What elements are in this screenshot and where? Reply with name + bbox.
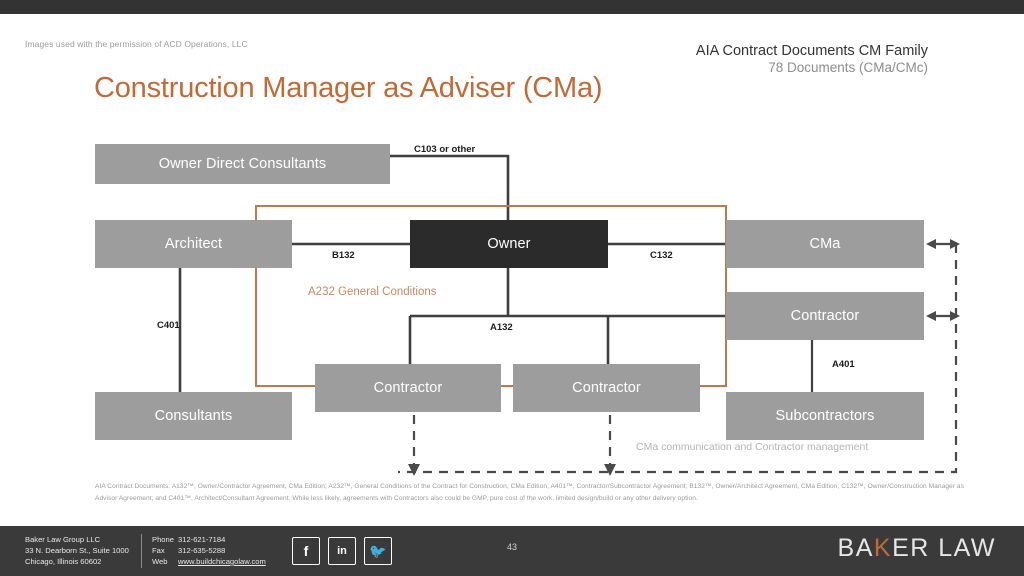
footer-address-line2: Chicago, Illinois 60602 bbox=[25, 557, 102, 566]
node-cma[interactable]: CMa bbox=[726, 220, 924, 268]
twitter-icon[interactable]: 🐦 bbox=[364, 537, 392, 565]
node-contractor-right[interactable]: Contractor bbox=[726, 292, 924, 340]
footnote: AIA Contract Documents: A132™, Owner/Con… bbox=[95, 483, 964, 502]
linkedin-icon[interactable]: in bbox=[328, 537, 356, 565]
node-architect[interactable]: Architect bbox=[95, 220, 292, 268]
footer-fax-key: Fax bbox=[152, 546, 165, 555]
brand-part2: ER LAW bbox=[892, 534, 996, 562]
footer-phone-value: 312-621-7184 bbox=[178, 535, 226, 544]
edge-label-c103: C103 or other bbox=[414, 144, 476, 155]
node-contractor-1[interactable]: Contractor bbox=[315, 364, 501, 412]
node-subcontractors[interactable]: Subcontractors bbox=[726, 392, 924, 440]
edge-label-c132: C132 bbox=[650, 250, 673, 261]
footer-bar bbox=[0, 526, 1024, 576]
edge-label-cma-communication: CMa communication and Contractor managem… bbox=[636, 441, 869, 453]
brand-k-accent: K bbox=[873, 534, 893, 562]
page-number: 43 bbox=[506, 542, 517, 552]
footer-contact: Phone 312-621-7184 Fax 312-635-5288 Web www… bbox=[152, 534, 266, 567]
edge-label-a232: A232 General Conditions bbox=[308, 286, 437, 298]
node-contractor-2[interactable]: Contractor bbox=[513, 364, 700, 412]
header-count-line: 78 Documents (CMa/CMc) bbox=[768, 60, 928, 76]
header-right: AIA Contract Documents CM Family 78 Docu… bbox=[696, 42, 928, 77]
edge-label-a401: A401 bbox=[832, 359, 855, 370]
header-family-line: AIA Contract Documents CM Family bbox=[695, 43, 928, 59]
footer-fax-value: 312-635-5288 bbox=[178, 546, 226, 555]
facebook-icon[interactable]: f bbox=[292, 537, 320, 565]
brand-logo: BAKER LAW bbox=[838, 534, 996, 563]
brand-part1: BA bbox=[837, 534, 874, 562]
relationship-diagram: Owner Direct Consultants Architect Owner… bbox=[0, 120, 1024, 480]
top-bar bbox=[0, 0, 1024, 14]
image-credit: Images used with the permission of ACD O… bbox=[25, 39, 248, 49]
node-consultants[interactable]: Consultants bbox=[95, 392, 292, 440]
edge-label-a132: A132 bbox=[490, 322, 513, 333]
node-owner-direct-consultants[interactable]: Owner Direct Consultants bbox=[95, 144, 390, 184]
footer-address-line1: 33 N. Dearborn St., Suite 1000 bbox=[25, 546, 129, 555]
page-title: Construction Manager as Adviser (CMa) bbox=[94, 72, 603, 104]
footer-divider bbox=[141, 534, 142, 568]
footer-firm-name: Baker Law Group LLC bbox=[25, 535, 101, 544]
edge-label-c401: C401 bbox=[157, 320, 180, 331]
footer-web-key: Web bbox=[152, 557, 168, 566]
node-owner[interactable]: Owner bbox=[410, 220, 608, 268]
social-links: f in 🐦 bbox=[292, 537, 392, 565]
footer-web-link[interactable]: www.buildchicagolaw.com bbox=[178, 557, 266, 566]
footer-address: Baker Law Group LLC 33 N. Dearborn St., … bbox=[25, 534, 129, 567]
footer-phone-key: Phone bbox=[152, 535, 174, 544]
edge-label-b132: B132 bbox=[332, 250, 355, 261]
